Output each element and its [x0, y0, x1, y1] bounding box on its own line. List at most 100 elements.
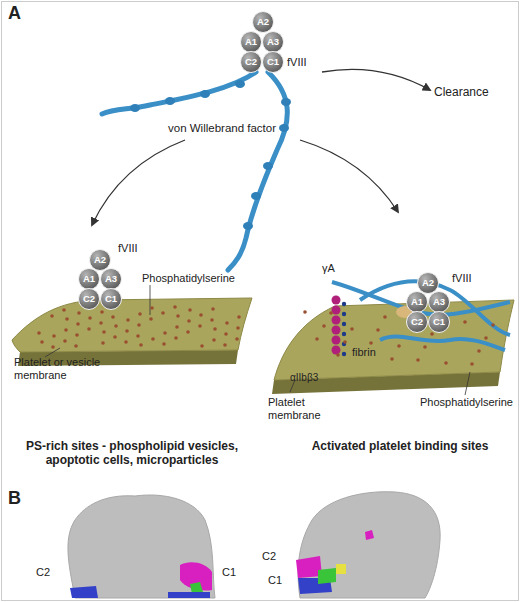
domain-circle: A3	[100, 268, 122, 290]
ps-dot	[225, 321, 229, 325]
surface-patch	[336, 564, 346, 574]
ps-dot	[40, 340, 44, 344]
ps-dot	[211, 307, 215, 311]
ps-dot	[74, 344, 78, 348]
ps-dot	[149, 317, 153, 321]
domain-sphere	[429, 312, 450, 333]
ps-dot	[186, 330, 190, 334]
surface-patch	[318, 568, 336, 584]
ps-dot	[322, 324, 326, 328]
integrin-subunit	[342, 332, 346, 336]
domain-sphere	[253, 12, 274, 33]
ps-dot	[329, 311, 333, 315]
pathway-arrow	[322, 69, 430, 90]
domain-sphere	[101, 289, 122, 310]
integrin-subunit	[332, 316, 341, 325]
vwf-bead	[200, 90, 210, 98]
ps-dot	[99, 321, 103, 325]
integrin-subunit	[332, 326, 341, 335]
ps-dot	[369, 341, 373, 345]
domain-label: C1	[268, 574, 282, 587]
ps-dot	[484, 336, 488, 340]
ps-dot	[125, 329, 129, 333]
vwf-bead	[263, 162, 273, 170]
domain-label: A3	[428, 291, 450, 313]
ps-dot	[138, 312, 142, 316]
membrane-label: Platelet membrane	[268, 396, 338, 421]
ps-dot	[236, 326, 240, 330]
vwf-bead	[165, 97, 175, 105]
membrane-label: Platelet or vesicle membrane	[14, 356, 109, 381]
integrin-subunit	[342, 312, 346, 316]
domain-label: A3	[262, 31, 284, 53]
ps-dot	[430, 332, 434, 336]
domain-sphere	[90, 250, 111, 271]
vwf-chain	[228, 72, 287, 270]
vwf-bead	[279, 124, 289, 132]
ps-dot	[187, 319, 191, 323]
domain-circle: A2	[89, 249, 111, 271]
ps-dot	[477, 349, 481, 353]
ps-dot	[390, 357, 394, 361]
vwf-chain	[380, 336, 505, 350]
ps-dot	[303, 310, 307, 314]
ps-dot	[336, 353, 340, 357]
ps-dot	[210, 318, 214, 322]
ps-dot	[124, 340, 128, 344]
ps-dot	[423, 345, 427, 349]
ps-dot	[470, 362, 474, 366]
surface-patch	[70, 586, 98, 598]
leader-line	[465, 372, 470, 395]
scene-caption: PS-rich sites - phospholipid vesicles, a…	[12, 440, 252, 468]
domain-sphere	[407, 312, 428, 333]
domain-circle: C2	[240, 51, 262, 73]
ps-dot	[173, 305, 177, 309]
protein-surface	[68, 495, 215, 598]
ps-dot	[237, 315, 241, 319]
ps-dot	[111, 315, 115, 319]
domain-label: C2	[240, 51, 262, 73]
ps-dot	[350, 327, 354, 331]
domain-label: A2	[89, 249, 111, 271]
domain-circle: A1	[406, 291, 428, 313]
ps-dot	[397, 344, 401, 348]
ps-dot	[113, 335, 117, 339]
domain-label: C1	[262, 51, 284, 73]
leader-line	[150, 285, 151, 315]
membrane-surface	[12, 298, 252, 352]
domain-label: C1	[428, 311, 450, 333]
ps-dot	[76, 322, 80, 326]
integrin-subunit	[342, 322, 346, 326]
protein-name: fVIII	[287, 56, 307, 69]
domain-label: A3	[100, 268, 122, 290]
ps-dot	[463, 320, 467, 324]
ps-dot	[315, 337, 319, 341]
ps-dot	[87, 327, 91, 331]
ps-dot	[213, 327, 217, 331]
domain-circle: C2	[406, 311, 428, 333]
pathway-arrow	[92, 140, 185, 225]
ps-dot	[162, 342, 166, 346]
integrin-subunit	[332, 296, 341, 305]
domain-label: A1	[240, 31, 262, 53]
leader-line	[45, 348, 60, 357]
domain-label: A2	[417, 272, 439, 294]
ps-dot	[174, 336, 178, 340]
integrin-subunit	[342, 352, 346, 356]
ps-dot	[101, 341, 105, 345]
ps-dot	[139, 343, 143, 347]
ps-dot	[176, 314, 180, 318]
domain-sphere	[407, 292, 428, 313]
domain-sphere	[429, 292, 450, 313]
domain-sphere	[79, 269, 100, 290]
molecule-label: αIIbβ3	[290, 372, 318, 384]
domain-circle: A2	[417, 272, 439, 294]
ps-dot	[161, 311, 165, 315]
protein-name: fVIII	[118, 242, 138, 255]
surface-patch	[365, 530, 374, 540]
ps-dot	[200, 344, 204, 348]
scene-caption: Activated platelet binding sites	[290, 440, 510, 454]
domain-sphere	[418, 273, 439, 294]
ps-dot	[62, 308, 66, 312]
